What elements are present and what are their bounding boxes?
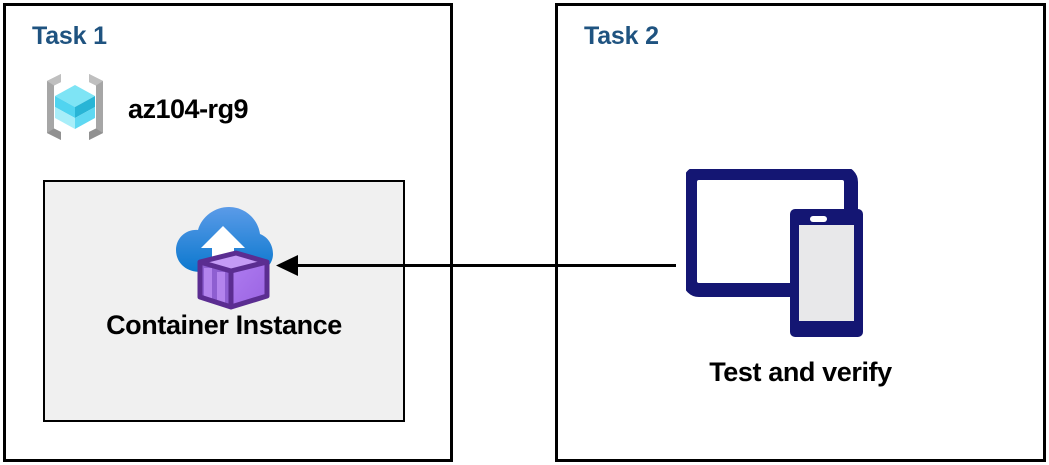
devices-icon	[683, 166, 876, 349]
container-instance-box: Container Instance	[43, 180, 405, 422]
resource-group-name: az104-rg9	[128, 94, 249, 124]
resource-group-row: az104-rg9	[36, 68, 249, 151]
panel-task-2-title: Task 2	[584, 22, 659, 50]
panel-task-1: Task 1	[3, 3, 453, 462]
container-instance-label: Container Instance	[106, 310, 342, 340]
test-and-verify-label: Test and verify	[709, 357, 892, 387]
resource-group-icon	[36, 68, 114, 151]
panel-task-2: Task 2 Test and verify	[555, 3, 1046, 462]
panel-task-1-title: Task 1	[32, 22, 107, 50]
container-instance-icon	[173, 204, 275, 315]
